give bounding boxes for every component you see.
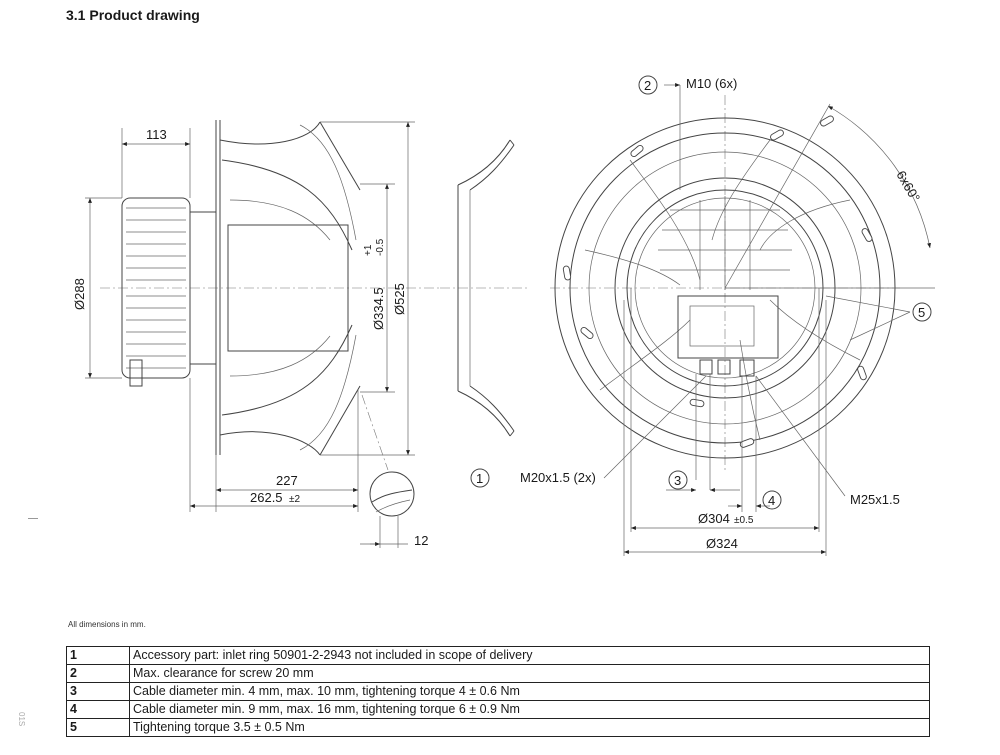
legend-text: Tightening torque 3.5 ± 0.5 Nm bbox=[129, 718, 930, 737]
label-m25: M25x1.5 bbox=[850, 492, 900, 507]
dimensions-note: All dimensions in mm. bbox=[68, 620, 146, 629]
dim-227: 227 bbox=[276, 473, 298, 488]
balloon-2-label: 2 bbox=[644, 78, 651, 93]
label-m20: M20x1.5 (2x) bbox=[520, 470, 596, 485]
dim-12: 12 bbox=[414, 533, 428, 548]
dim-288: Ø288 bbox=[72, 278, 87, 310]
table-row: 1 Accessory part: inlet ring 50901-2-294… bbox=[66, 646, 930, 665]
table-row: 5 Tightening torque 3.5 ± 0.5 Nm bbox=[66, 718, 930, 737]
margin-mark bbox=[28, 518, 38, 519]
legend-key: 5 bbox=[66, 718, 130, 737]
legend-key: 3 bbox=[66, 682, 130, 701]
balloon-5-label: 5 bbox=[918, 305, 925, 320]
table-row: 4 Cable diameter min. 9 mm, max. 16 mm, … bbox=[66, 700, 930, 719]
dim-304-tol: ±0.5 bbox=[734, 515, 754, 526]
balloon-4 bbox=[762, 490, 782, 510]
inlet-ring-view: 1 bbox=[440, 139, 530, 488]
legend-text: Accessory part: inlet ring 50901-2-2943 … bbox=[129, 646, 930, 665]
legend-key: 2 bbox=[66, 664, 130, 683]
balloon-3-label: 3 bbox=[674, 473, 681, 488]
gland-m25 bbox=[739, 359, 755, 377]
dim-324: Ø324 bbox=[706, 536, 738, 551]
dim-262: 262.5 bbox=[250, 490, 283, 505]
cable-gland-side bbox=[129, 359, 143, 387]
balloon-5 bbox=[912, 302, 932, 322]
section-title: 3.1 Product drawing bbox=[66, 7, 200, 23]
dim-334: Ø334.5 bbox=[371, 287, 386, 330]
detail-circle bbox=[369, 471, 415, 517]
legend-text: Cable diameter min. 4 mm, max. 10 mm, ti… bbox=[129, 682, 930, 701]
dim-334-tol-minus: -0.5 bbox=[375, 238, 386, 256]
legend-key: 1 bbox=[66, 646, 130, 665]
gland-m20-a bbox=[699, 359, 713, 375]
dim-113: 113 bbox=[146, 127, 167, 142]
balloon-2 bbox=[638, 75, 658, 95]
gland-m20-b bbox=[717, 359, 731, 375]
front-view: M10 (6x) 2 6x60° 5 M20x1.5 (2x) 3 4 M25x… bbox=[520, 75, 935, 556]
side-code: 01S bbox=[17, 712, 26, 727]
legend-text: Cable diameter min. 9 mm, max. 16 mm, ti… bbox=[129, 700, 930, 719]
label-angle: 6x60° bbox=[893, 168, 923, 204]
table-row: 2 Max. clearance for screw 20 mm bbox=[66, 664, 930, 683]
table-row: 3 Cable diameter min. 4 mm, max. 10 mm, … bbox=[66, 682, 930, 701]
balloon-1-label: 1 bbox=[476, 471, 483, 486]
legend-table: 1 Accessory part: inlet ring 50901-2-294… bbox=[66, 646, 930, 737]
dim-525: Ø525 bbox=[392, 283, 407, 315]
product-drawing: 113 Ø288 Ø334.5 +1 -0.5 Ø525 227 262.5 ±… bbox=[72, 75, 935, 556]
side-view: 113 Ø288 Ø334.5 +1 -0.5 Ø525 227 262.5 ±… bbox=[72, 120, 440, 548]
dim-262-tol: ±2 bbox=[289, 494, 300, 505]
dim-334-tol-plus: +1 bbox=[363, 244, 374, 256]
electronics-plate bbox=[677, 295, 779, 359]
dim-304: Ø304 bbox=[698, 511, 730, 526]
balloon-1 bbox=[470, 468, 490, 488]
legend-text: Max. clearance for screw 20 mm bbox=[129, 664, 930, 683]
balloon-4-label: 4 bbox=[768, 493, 775, 508]
label-m10: M10 (6x) bbox=[686, 76, 737, 91]
balloon-3 bbox=[668, 470, 688, 490]
legend-key: 4 bbox=[66, 700, 130, 719]
